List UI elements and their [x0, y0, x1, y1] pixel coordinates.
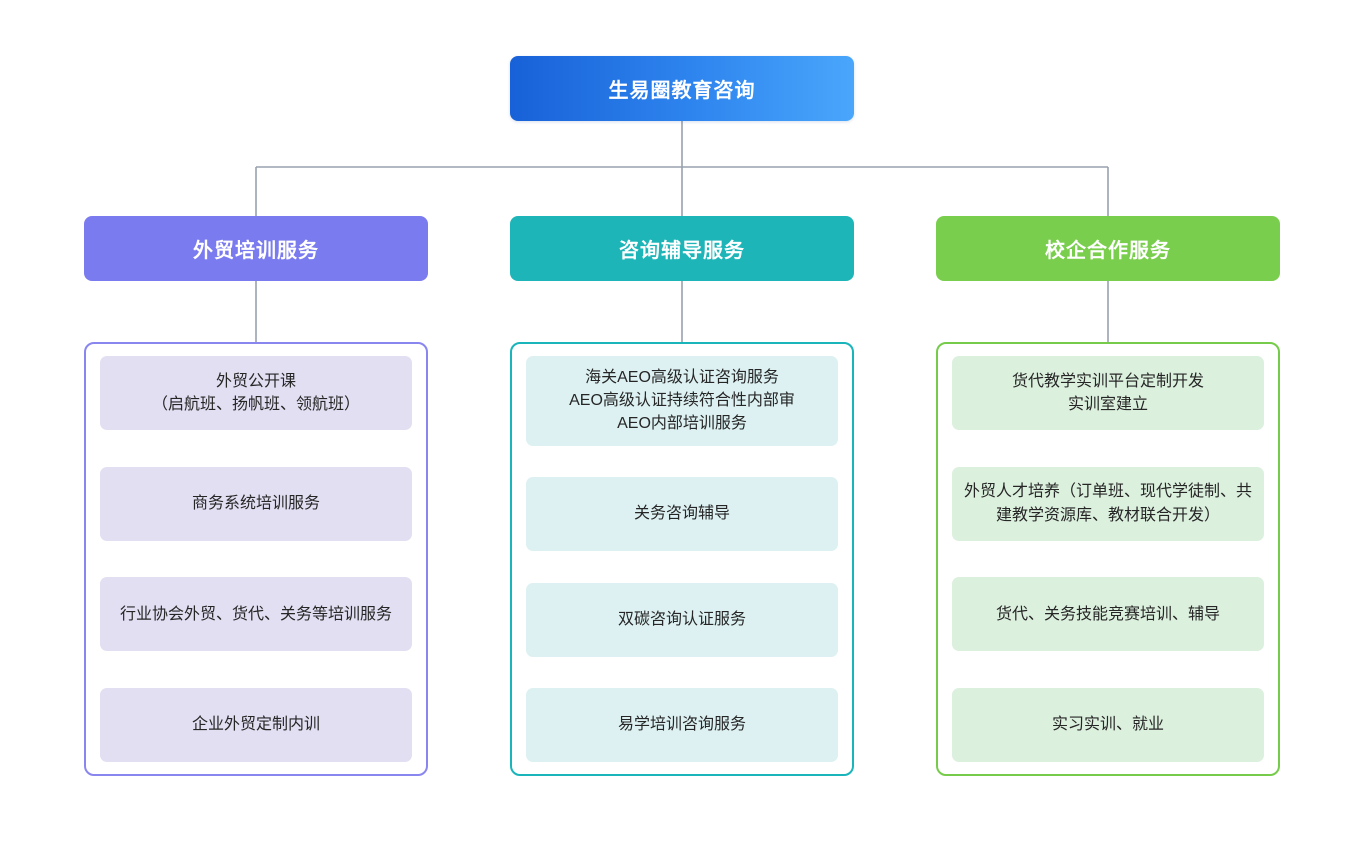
item-card[interactable]: 实习实训、就业 — [952, 687, 1264, 762]
item-card[interactable]: 外贸公开课 （启航班、扬帆班、领航班） — [100, 356, 412, 430]
item-card-label: 双碳咨询认证服务 — [617, 610, 746, 628]
item-card-label: 实习实训、就业 — [1051, 716, 1164, 734]
branch-items-container-0: 外贸公开课 （启航班、扬帆班、领航班） 商务系统培训服务 行业协会外贸、货代、关… — [84, 342, 428, 776]
root-node[interactable]: 生易圈教育咨询 — [510, 56, 854, 121]
item-card-label: 货代教学实训平台定制开发 实训室建立 — [1011, 372, 1204, 413]
branch-items-container-2: 货代教学实训平台定制开发 实训室建立 外贸人才培养（订单班、现代学徒制、共建教学… — [936, 342, 1280, 776]
item-card-label: 企业外贸定制内训 — [191, 716, 320, 734]
item-card-label: 关务咨询辅导 — [633, 505, 730, 523]
branch-header-label-1: 咨询辅导服务 — [619, 240, 745, 262]
item-card[interactable]: 外贸人才培养（订单班、现代学徒制、共建教学资源库、教材联合开发） — [952, 466, 1264, 541]
item-card[interactable]: 商务系统培训服务 — [100, 466, 412, 541]
item-card[interactable]: 易学培训咨询服务 — [526, 687, 838, 762]
branch-header-label-2: 校企合作服务 — [1045, 240, 1171, 262]
item-card-label: 易学培训咨询服务 — [617, 716, 746, 734]
item-card[interactable]: 海关AEO高级认证咨询服务 AEO高级认证持续符合性内部审 AEO内部培训服务 — [526, 356, 838, 446]
item-card[interactable]: 货代教学实训平台定制开发 实训室建立 — [952, 356, 1264, 430]
item-card[interactable]: 关务咨询辅导 — [526, 477, 838, 552]
item-card[interactable]: 货代、关务技能竞赛培训、辅导 — [952, 577, 1264, 652]
item-card[interactable]: 企业外贸定制内训 — [100, 687, 412, 762]
item-card[interactable]: 双碳咨询认证服务 — [526, 582, 838, 657]
branch-header-2[interactable]: 校企合作服务 — [936, 216, 1280, 281]
branch-column-school-enterprise-cooperation: 校企合作服务 货代教学实训平台定制开发 实训室建立 外贸人才培养（订单班、现代学… — [936, 216, 1280, 776]
branch-header-1[interactable]: 咨询辅导服务 — [510, 216, 854, 281]
branch-header-0[interactable]: 外贸培训服务 — [84, 216, 428, 281]
branch-items-container-1: 海关AEO高级认证咨询服务 AEO高级认证持续符合性内部审 AEO内部培训服务 … — [510, 342, 854, 776]
branch-column-outbound-trade-training: 外贸培训服务 外贸公开课 （启航班、扬帆班、领航班） 商务系统培训服务 行业协会… — [84, 216, 428, 776]
branch-header-label-0: 外贸培训服务 — [193, 240, 319, 262]
item-card[interactable]: 行业协会外贸、货代、关务等培训服务 — [100, 577, 412, 652]
branch-column-consulting-guidance: 咨询辅导服务 海关AEO高级认证咨询服务 AEO高级认证持续符合性内部审 AEO… — [510, 216, 854, 776]
item-card-label: 外贸人才培养（订单班、现代学徒制、共建教学资源库、教材联合开发） — [964, 483, 1253, 524]
item-card-label: 货代、关务技能竞赛培训、辅导 — [995, 605, 1220, 623]
item-card-label: 外贸公开课 （启航班、扬帆班、领航班） — [151, 372, 360, 413]
root-node-label: 生易圈教育咨询 — [608, 80, 756, 102]
item-card-label: 行业协会外贸、货代、关务等培训服务 — [119, 605, 392, 623]
item-card-label: 海关AEO高级认证咨询服务 AEO高级认证持续符合性内部审 AEO内部培训服务 — [569, 369, 795, 433]
item-card-label: 商务系统培训服务 — [191, 495, 320, 513]
